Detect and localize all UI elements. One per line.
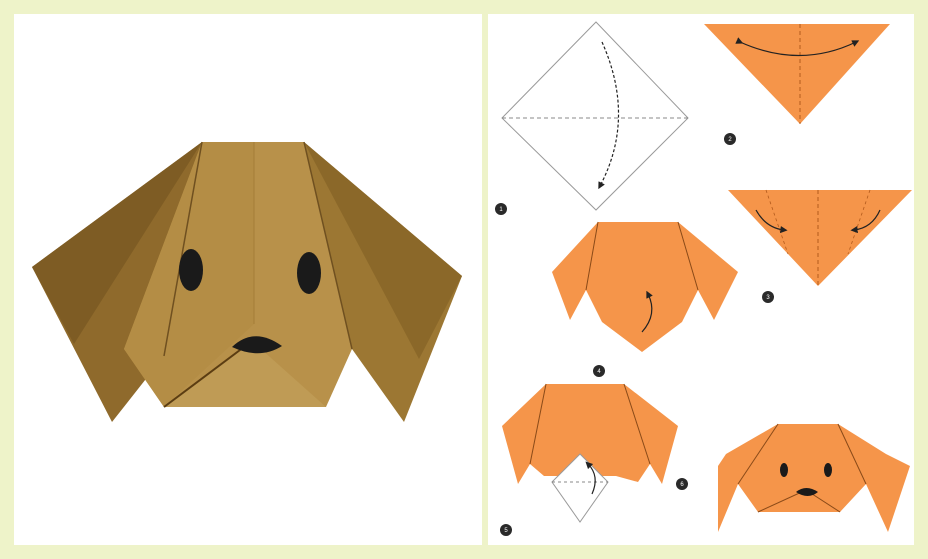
step-2-diagram	[704, 24, 890, 124]
step-1-diagram	[502, 22, 688, 210]
step-4-diagram	[552, 222, 738, 352]
step-4-badge: 4	[593, 365, 605, 377]
left-eye	[179, 249, 203, 291]
step-3-badge: 3	[762, 291, 774, 303]
step-1-badge: 1	[495, 203, 507, 215]
step-6-badge: 6	[676, 478, 688, 490]
finished-dog-panel	[14, 14, 482, 545]
right-eye	[297, 252, 321, 294]
instructions-panel: 1 2 3	[488, 14, 914, 545]
step-2-badge: 2	[724, 133, 736, 145]
step-6-diagram	[718, 424, 910, 532]
step-3-diagram	[728, 190, 912, 286]
finished-dog-illustration	[14, 14, 482, 545]
step-5-badge: 5	[500, 524, 512, 536]
step-5-diagram	[502, 384, 678, 522]
folding-steps-diagram: 1 2 3	[488, 14, 914, 545]
